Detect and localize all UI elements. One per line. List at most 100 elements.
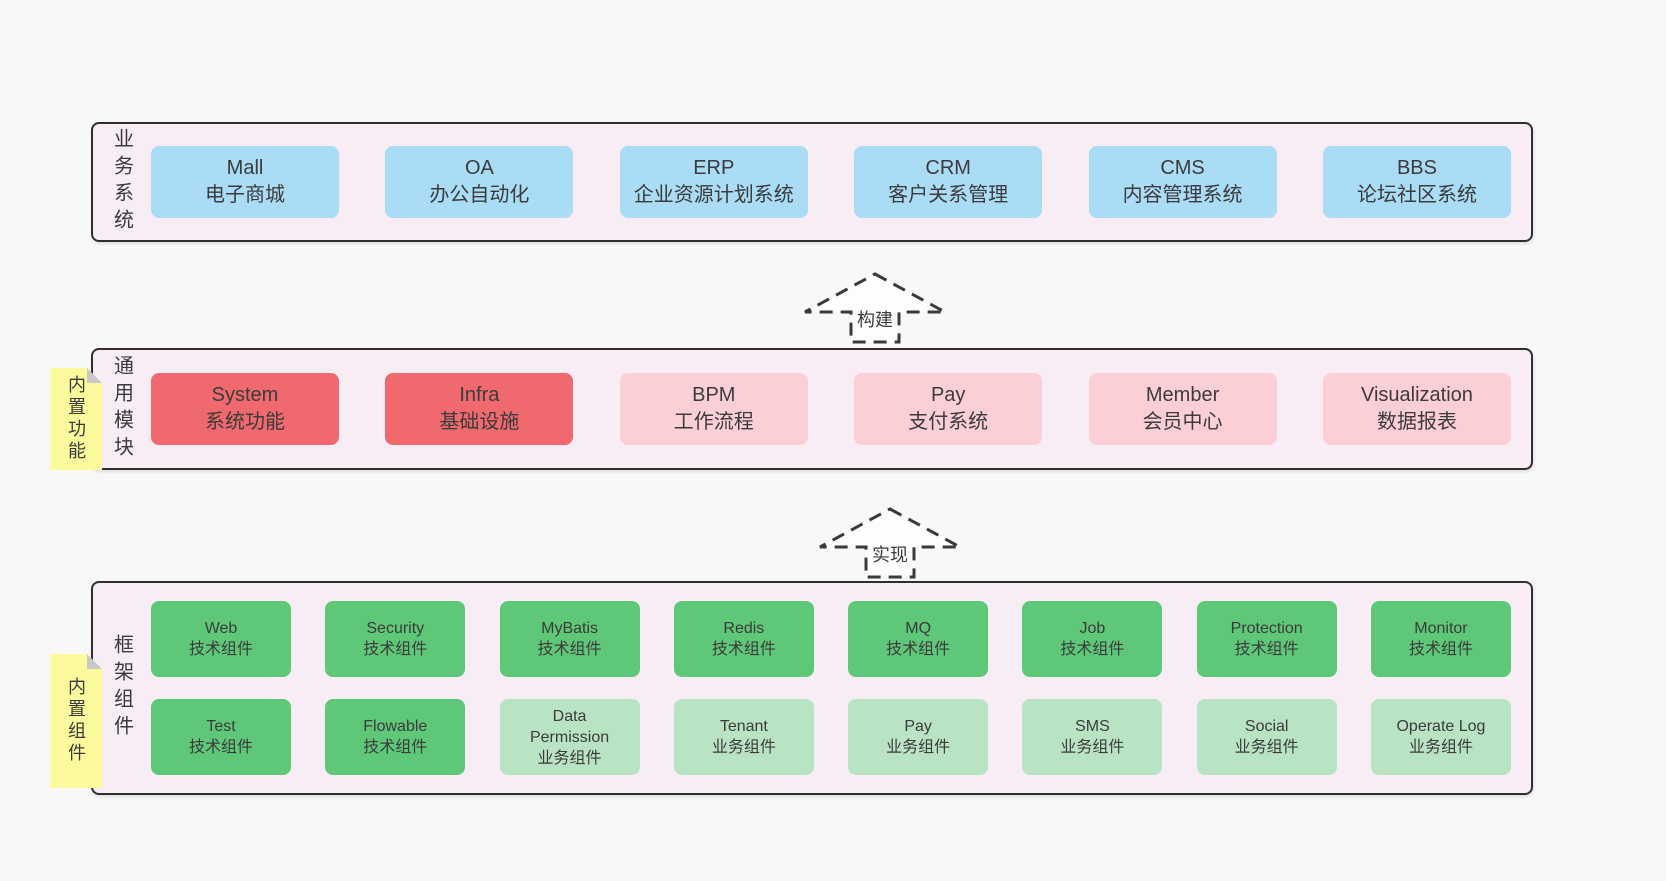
- sticky-note-built-in-functions: 内置功能: [50, 368, 102, 470]
- box-subtitle: 技术组件: [537, 641, 602, 658]
- section-modules-label-wrap: 通用模块: [93, 350, 151, 468]
- box-subtitle: 业务组件: [711, 739, 776, 756]
- box-title: Tenant: [719, 718, 768, 735]
- box-title: Operate Log: [1396, 718, 1486, 735]
- box-title: Flowable: [363, 718, 428, 735]
- sticky-note-label: 内置功能: [66, 375, 86, 463]
- box-security: Security 技术组件: [325, 601, 466, 677]
- box-crm: CRM 客户关系管理: [854, 146, 1043, 218]
- section-framework-components: 框架组件 Web 技术组件 Security 技术组件 MyBatis 技术组件…: [91, 581, 1533, 795]
- business-boxes-row: Mall 电子商城 OA 办公自动化 ERP 企业资源计划系统 CRM 客户关系…: [151, 124, 1531, 240]
- box-job: Job 技术组件: [1022, 601, 1163, 677]
- box-system: System 系统功能: [151, 373, 339, 445]
- box-subtitle: 业务组件: [1060, 739, 1125, 756]
- box-title: Monitor: [1414, 620, 1468, 637]
- box-tenant: Tenant 业务组件: [673, 699, 814, 775]
- section-business-label-wrap: 业务系统: [93, 124, 151, 240]
- arrow-implement-label: 实现: [869, 543, 911, 567]
- box-subtitle: 电子商城: [205, 184, 285, 206]
- box-visualization: Visualization 数据报表: [1322, 373, 1511, 445]
- box-title: Infra: [459, 384, 500, 406]
- box-subtitle: 基础设施: [439, 411, 520, 433]
- components-row-2: Test 技术组件 Flowable 技术组件 Data Permission …: [151, 699, 1511, 775]
- box-operate-log: Operate Log 业务组件: [1370, 699, 1511, 775]
- box-monitor: Monitor 技术组件: [1370, 601, 1511, 677]
- box-subtitle: 会员中心: [1142, 411, 1223, 433]
- box-title: BBS: [1396, 157, 1437, 179]
- arrow-build-label: 构建: [854, 308, 896, 332]
- box-title: Visualization: [1360, 384, 1473, 406]
- box-subtitle: 技术组件: [363, 739, 428, 756]
- arrow-implement: 实现: [818, 507, 962, 579]
- modules-boxes-row: System 系统功能 Infra 基础设施 BPM 工作流程 Pay 支付系统…: [151, 350, 1531, 468]
- box-title: Job: [1079, 620, 1106, 637]
- box-bpm: BPM 工作流程: [619, 373, 808, 445]
- sticky-note-label: 内置组件: [66, 677, 86, 765]
- box-title: Security: [366, 620, 425, 637]
- box-title: Web: [204, 620, 238, 637]
- box-redis: Redis 技术组件: [673, 601, 814, 677]
- box-subtitle: 工作流程: [673, 411, 754, 433]
- box-title: BPM: [692, 384, 736, 406]
- box-cms: CMS 内容管理系统: [1088, 146, 1277, 218]
- box-subtitle: 业务组件: [1408, 739, 1473, 756]
- box-title: Pay: [930, 384, 966, 406]
- box-subtitle: 业务组件: [886, 739, 951, 756]
- section-modules-label: 通用模块: [110, 355, 133, 463]
- box-title: ERP: [693, 157, 735, 179]
- box-data-permission: Data Permission 业务组件: [499, 699, 640, 775]
- box-subtitle: 技术组件: [188, 739, 253, 756]
- box-subtitle: 技术组件: [363, 641, 428, 658]
- box-title: Redis: [723, 620, 765, 637]
- sticky-note-built-in-components: 内置组件: [50, 654, 102, 788]
- arrow-build: 构建: [803, 272, 947, 344]
- box-subtitle: 技术组件: [1234, 641, 1299, 658]
- box-bbs: BBS 论坛社区系统: [1322, 146, 1511, 218]
- box-subtitle: 企业资源计划系统: [633, 184, 794, 206]
- box-title: Mall: [226, 157, 264, 179]
- box-subtitle: 内容管理系统: [1122, 184, 1243, 206]
- box-mall: Mall 电子商城: [151, 146, 339, 218]
- box-title: MQ: [905, 620, 932, 637]
- section-business-label: 业务系统: [110, 128, 133, 236]
- box-title: MyBatis: [541, 620, 599, 637]
- box-subtitle: 技术组件: [1408, 641, 1473, 658]
- box-social: Social 业务组件: [1196, 699, 1337, 775]
- section-components-label: 框架组件: [110, 634, 133, 742]
- box-title: CRM: [925, 157, 971, 179]
- box-member: Member 会员中心: [1088, 373, 1277, 445]
- box-title: Test: [206, 718, 236, 735]
- box-subtitle: 业务组件: [1234, 739, 1299, 756]
- box-title: System: [211, 384, 279, 406]
- box-subtitle: 论坛社区系统: [1356, 184, 1477, 206]
- components-grid: Web 技术组件 Security 技术组件 MyBatis 技术组件 Redi…: [151, 583, 1531, 793]
- box-sms: SMS 业务组件: [1022, 699, 1163, 775]
- box-title: CMS: [1160, 157, 1205, 179]
- box-infra: Infra 基础设施: [385, 373, 574, 445]
- box-mybatis: MyBatis 技术组件: [499, 601, 640, 677]
- section-components-label-wrap: 框架组件: [93, 583, 151, 793]
- box-title: Protection: [1230, 620, 1303, 637]
- box-mq: MQ 技术组件: [848, 601, 989, 677]
- box-subtitle: 技术组件: [886, 641, 951, 658]
- box-pay-module: Pay 支付系统: [854, 373, 1043, 445]
- section-business-systems: 业务系统 Mall 电子商城 OA 办公自动化 ERP 企业资源计划系统 CRM…: [91, 122, 1533, 242]
- box-subtitle: 客户关系管理: [888, 184, 1009, 206]
- box-subtitle: 技术组件: [188, 641, 253, 658]
- box-web: Web 技术组件: [151, 601, 291, 677]
- box-subtitle: 系统功能: [205, 411, 285, 433]
- box-oa: OA 办公自动化: [385, 146, 574, 218]
- box-title: Member: [1145, 384, 1220, 406]
- box-title: SMS: [1075, 718, 1110, 735]
- box-subtitle: 数据报表: [1376, 411, 1457, 433]
- box-subtitle: 业务组件: [537, 749, 602, 767]
- box-title: Social: [1244, 718, 1289, 735]
- box-test: Test 技术组件: [151, 699, 291, 775]
- section-common-modules: 通用模块 System 系统功能 Infra 基础设施 BPM 工作流程 Pay…: [91, 348, 1533, 470]
- box-erp: ERP 企业资源计划系统: [619, 146, 808, 218]
- box-subtitle: 办公自动化: [429, 184, 530, 206]
- box-title: Data Permission: [529, 707, 610, 746]
- components-row-1: Web 技术组件 Security 技术组件 MyBatis 技术组件 Redi…: [151, 601, 1511, 677]
- box-subtitle: 技术组件: [1060, 641, 1125, 658]
